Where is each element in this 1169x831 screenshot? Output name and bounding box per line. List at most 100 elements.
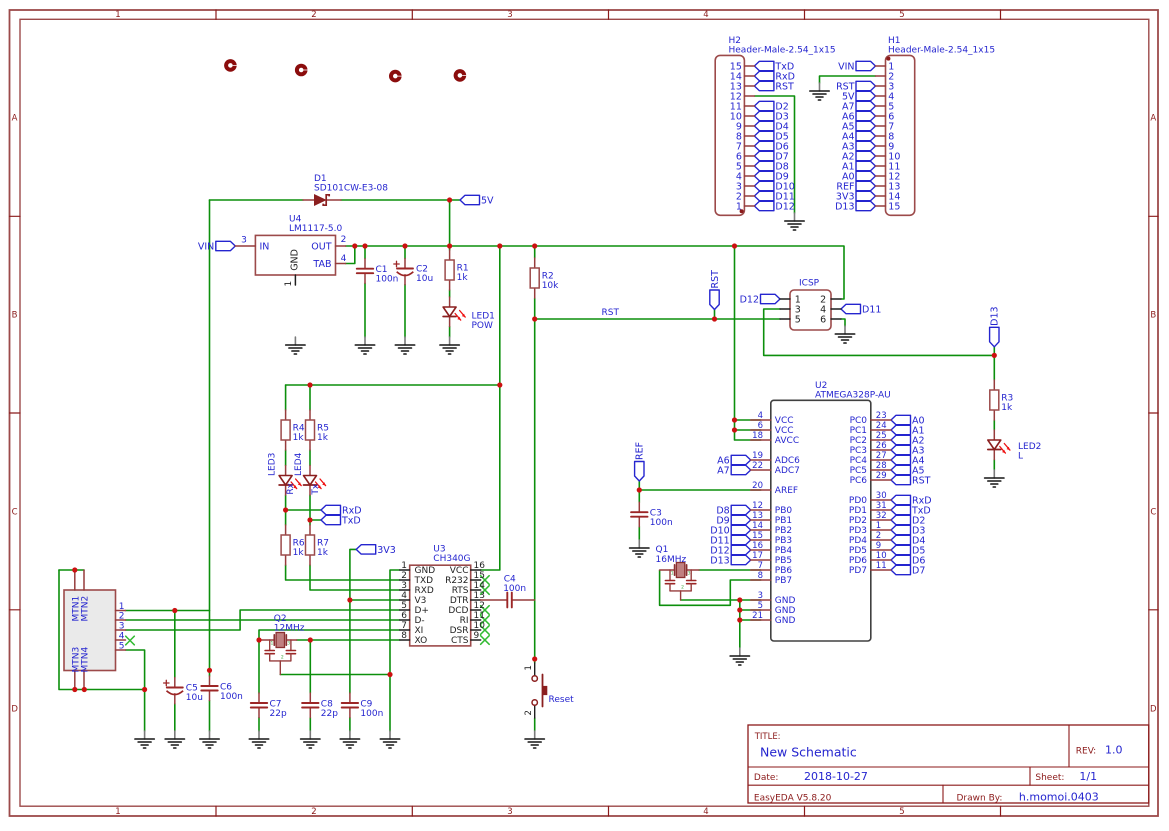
- net-flag-d7[interactable]: D7: [890, 564, 925, 577]
- wire[interactable]: [479, 245, 501, 571]
- net-label-rst[interactable]: RST: [602, 308, 620, 318]
- mounting-hole[interactable]: [453, 69, 467, 82]
- net-flag-a4[interactable]: A4: [890, 454, 925, 467]
- ground-symbol[interactable]: [394, 336, 416, 355]
- net-flag-d9[interactable]: D9: [716, 514, 752, 527]
- mounting-hole[interactable]: [294, 63, 308, 77]
- net-flag-a5[interactable]: A5: [890, 464, 925, 477]
- net-flag-d7[interactable]: D7: [753, 150, 789, 163]
- net-flag-rst[interactable]: RST: [753, 80, 794, 93]
- net-flag-a2[interactable]: A2: [890, 434, 925, 447]
- ground-symbol[interactable]: [339, 730, 361, 749]
- ground-symbol[interactable]: [783, 212, 806, 231]
- ground-symbol[interactable]: [439, 336, 461, 355]
- ground-symbol[interactable]: [299, 730, 321, 749]
- wire[interactable]: [818, 75, 877, 84]
- net-flag-d11[interactable]: D11: [710, 534, 752, 547]
- net-flag-d3[interactable]: D3: [890, 524, 925, 537]
- net-flag-vin[interactable]: VIN: [198, 240, 237, 253]
- net-flag-txd[interactable]: TxD: [320, 514, 361, 527]
- wire[interactable]: [258, 629, 401, 641]
- net-flag-d13[interactable]: D13: [835, 200, 877, 213]
- ground-symbol[interactable]: [379, 730, 401, 749]
- net-flag-a7[interactable]: A7: [717, 464, 752, 477]
- wire[interactable]: [840, 318, 846, 327]
- net-flag-rst[interactable]: RST: [836, 80, 877, 93]
- net-flag-rxd[interactable]: RxD: [890, 494, 932, 507]
- net-flag-d3[interactable]: D3: [753, 110, 789, 123]
- net-flag-d11[interactable]: D11: [753, 190, 795, 203]
- net-flag-a1[interactable]: A1: [890, 424, 925, 437]
- wire[interactable]: [349, 548, 358, 601]
- net-flag-d9[interactable]: D9: [753, 170, 789, 183]
- net-flag-a7[interactable]: A7: [842, 100, 877, 113]
- net-flag-txd[interactable]: TxD: [753, 60, 794, 73]
- wire[interactable]: [344, 245, 356, 265]
- ground-symbol[interactable]: [628, 539, 650, 558]
- ground-symbol[interactable]: [248, 730, 270, 749]
- ground-symbol[interactable]: [164, 730, 186, 749]
- wire[interactable]: [762, 308, 996, 357]
- wire[interactable]: [58, 569, 146, 691]
- wire[interactable]: [389, 569, 401, 677]
- ground-symbol[interactable]: [834, 325, 856, 344]
- wire[interactable]: [753, 95, 796, 214]
- component-h2[interactable]: H2Header-Male-2.54_1x1515141312111098765…: [714, 36, 836, 217]
- component-u2[interactable]: U2ATMEGA328P-AU4VCC6VCC18AVCC19ADC622ADC…: [749, 381, 892, 642]
- net-flag-d8[interactable]: D8: [716, 504, 752, 517]
- net-flag-a3[interactable]: A3: [842, 140, 877, 153]
- net-flag-rxd[interactable]: RxD: [753, 70, 795, 83]
- net-flag-a6[interactable]: A6: [717, 454, 752, 467]
- net-flag-a0[interactable]: A0: [890, 414, 925, 427]
- net-flag-rst[interactable]: RST: [709, 270, 721, 311]
- net-flag-d2[interactable]: D2: [890, 514, 925, 527]
- net-flag-txd[interactable]: TxD: [890, 504, 931, 517]
- wire[interactable]: [344, 245, 845, 300]
- ground-symbol[interactable]: [729, 647, 751, 666]
- component-h1[interactable]: H1Header-Male-2.54_1x1512345678910111213…: [874, 36, 996, 217]
- net-flag-3v3[interactable]: 3V3: [836, 190, 877, 203]
- ground-symbol[interactable]: [808, 82, 831, 101]
- net-flag-a6[interactable]: A6: [842, 110, 877, 123]
- net-flag-d11[interactable]: D11: [840, 303, 881, 316]
- net-flag-d12[interactable]: D12: [710, 544, 752, 557]
- net-flag-d10[interactable]: D10: [753, 180, 795, 193]
- net-flag-d6[interactable]: D6: [753, 140, 789, 153]
- ground-symbol[interactable]: [354, 336, 376, 355]
- net-flag-vin[interactable]: VIN: [838, 60, 877, 73]
- ground-symbol[interactable]: [284, 336, 306, 355]
- net-flag-a2[interactable]: A2: [842, 150, 877, 163]
- net-flag-d12[interactable]: D12: [740, 293, 781, 306]
- net-flag-5v[interactable]: 5V: [459, 194, 494, 207]
- net-flag-rst[interactable]: RST: [890, 474, 931, 487]
- net-flag-ref[interactable]: REF: [633, 442, 646, 482]
- net-flag-d8[interactable]: D8: [753, 160, 789, 173]
- net-flag-d13[interactable]: D13: [988, 306, 1001, 348]
- ground-symbol[interactable]: [983, 469, 1005, 488]
- net-flag-d13[interactable]: D13: [710, 554, 752, 567]
- wire[interactable]: [284, 564, 401, 581]
- mounting-hole[interactable]: [224, 59, 238, 72]
